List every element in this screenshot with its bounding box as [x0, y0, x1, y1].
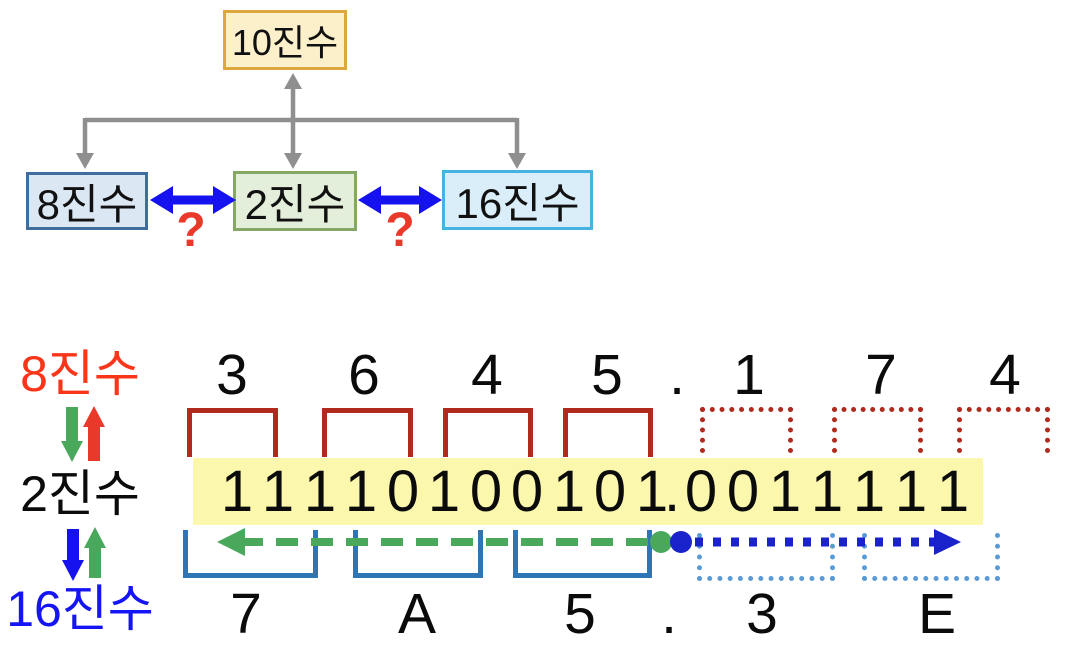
binary-point-dot-green [650, 531, 672, 553]
decimal-box-label: 10진수 [231, 22, 339, 63]
octal-integer-digit: 3 [216, 343, 248, 407]
hex-integer-digit: 5 [564, 582, 596, 646]
binary-point-dot-blue [670, 531, 692, 553]
binary-integer-digit: 0 [469, 459, 503, 524]
octal-group-bracket-3 [443, 408, 533, 457]
decimal-box: 10진수 [223, 10, 347, 70]
octal-digit-row: . 3 6 4 5 1 7 4 [0, 344, 1065, 406]
binary-fraction-digit: 0 [684, 459, 718, 524]
octal-group-bracket-1 [187, 408, 278, 457]
octal-fraction-bracket-2 [832, 407, 923, 453]
octal-box-label: 8진수 [36, 180, 138, 228]
hex-to-binary-up-arrow-icon [84, 527, 106, 578]
hex-group-bracket-1 [183, 530, 318, 578]
binary-integer-digit: 0 [386, 459, 420, 524]
binary-integer-digit: 0 [510, 459, 544, 524]
question-mark-right: ? [385, 204, 415, 257]
hex-digit-row: . 7 A 5 3 E [0, 582, 1065, 646]
hex-fraction-digit: E [917, 582, 957, 646]
octal-to-binary-down-arrow-icon [61, 407, 83, 462]
question-mark-left: ? [176, 204, 206, 257]
binary-box: 2진수 [233, 171, 357, 231]
arrow-down-icon [284, 153, 302, 169]
hex-box-label: 16진수 [455, 179, 580, 227]
hex-fraction-bracket-1 [697, 533, 835, 581]
arrow-down-icon [76, 153, 94, 169]
octal-integer-digit: 5 [591, 343, 623, 407]
hex-fraction-digit: 3 [746, 582, 778, 646]
binary-integer-digit: 1 [303, 459, 337, 524]
binary-integer-digit: 1 [552, 459, 586, 524]
hex-box: 16진수 [442, 170, 593, 230]
hex-group-bracket-2 [353, 530, 483, 578]
binary-integer-digit: 1 [635, 459, 669, 524]
octal-fraction-digit: 4 [989, 343, 1021, 407]
binary-fraction-digit: 1 [768, 459, 802, 524]
binary-fraction-digit: 1 [852, 459, 886, 524]
octal-point: . [669, 343, 685, 407]
octal-group-bracket-2 [322, 408, 413, 457]
binary-to-hex-down-arrow-icon [62, 529, 84, 581]
octal-fraction-bracket-1 [700, 407, 793, 453]
hex-point: . [661, 582, 677, 646]
arrow-down-icon [508, 153, 526, 169]
octal-fraction-bracket-3 [957, 407, 1050, 453]
octal-integer-digit: 4 [471, 343, 503, 407]
binary-integer-digit: 1 [427, 459, 461, 524]
binary-fraction-digit: 0 [726, 459, 760, 524]
hex-row-label: 16진수 [6, 581, 154, 637]
binary-row-label: 2진수 [20, 466, 140, 522]
tree-connectors [76, 73, 526, 169]
binary-highlight-band [193, 458, 983, 525]
binary-point: . [663, 459, 681, 524]
binary-fraction-digit: 1 [936, 459, 970, 524]
hex-group-bracket-3 [513, 530, 652, 578]
octal-group-bracket-4 [563, 408, 653, 457]
octal-row-label: 8진수 [20, 346, 140, 402]
binary-integer-digit: 1 [220, 459, 254, 524]
binary-fraction-digit: 1 [810, 459, 844, 524]
binary-integer-digit: 1 [261, 459, 295, 524]
hex-integer-digit: 7 [230, 582, 262, 646]
binary-integer-digit: 1 [344, 459, 378, 524]
binary-integer-digit: 0 [593, 459, 627, 524]
octal-fraction-digit: 7 [865, 343, 897, 407]
octal-fraction-digit: 1 [733, 343, 765, 407]
hex-fraction-bracket-2 [862, 533, 1000, 581]
octal-integer-digit: 6 [348, 343, 380, 407]
binary-to-octal-up-arrow-icon [83, 406, 105, 461]
binary-box-label: 2진수 [244, 180, 346, 228]
octal-box: 8진수 [26, 172, 148, 230]
binary-fraction-digit: 1 [894, 459, 928, 524]
arrow-up-icon [284, 73, 302, 89]
hex-integer-digit: A [397, 582, 437, 646]
